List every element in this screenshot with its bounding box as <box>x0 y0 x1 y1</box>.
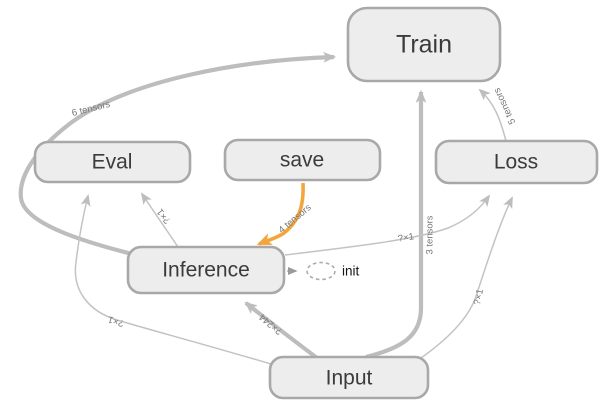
node-loss-label: Loss <box>494 151 538 174</box>
node-init[interactable]: init <box>306 261 360 281</box>
edge-save-inference-highlight <box>256 182 305 246</box>
edge-label-3-tensors: 3 tensors <box>425 215 436 254</box>
edge-inference-loss <box>284 194 491 256</box>
node-input[interactable]: Input <box>268 355 430 400</box>
init-ellipse-icon <box>306 261 336 281</box>
edge-label-inference-loss-shape: ?×1 <box>397 231 415 244</box>
node-inference[interactable]: Inference <box>126 245 286 295</box>
edge-input-eval <box>74 194 272 365</box>
node-loss[interactable]: Loss <box>434 139 599 185</box>
edge-input-inference <box>244 301 319 360</box>
edge-loss-train <box>478 88 507 142</box>
edge-input-loss <box>420 196 513 359</box>
edge-label-input-inference-shape: ?×244 <box>257 311 285 337</box>
node-init-label: init <box>342 264 360 279</box>
node-save[interactable]: save <box>223 138 382 182</box>
node-eval-label: Eval <box>92 151 133 174</box>
edge-label-4-tensors: 4 tensors <box>277 202 314 236</box>
edge-label-inference-eval-shape: ?×1 <box>155 206 173 225</box>
node-train[interactable]: Train <box>346 6 502 83</box>
edge-label-6-tensors: 6 tensors <box>71 99 112 119</box>
edge-inference-eval <box>140 192 179 248</box>
node-input-label: Input <box>326 367 373 390</box>
edge-inference-train <box>18 51 337 257</box>
node-train-label: Train <box>396 31 452 59</box>
edge-label-input-eval-shape: ?×1 <box>107 313 126 328</box>
node-eval[interactable]: Eval <box>33 140 192 184</box>
edge-label-input-loss-shape: ?×1 <box>472 288 486 306</box>
edge-input-train <box>365 89 427 360</box>
node-save-label: save <box>280 149 324 172</box>
edge-label-5-tensors: 5 tensors <box>492 86 519 126</box>
node-inference-label: Inference <box>162 259 250 282</box>
